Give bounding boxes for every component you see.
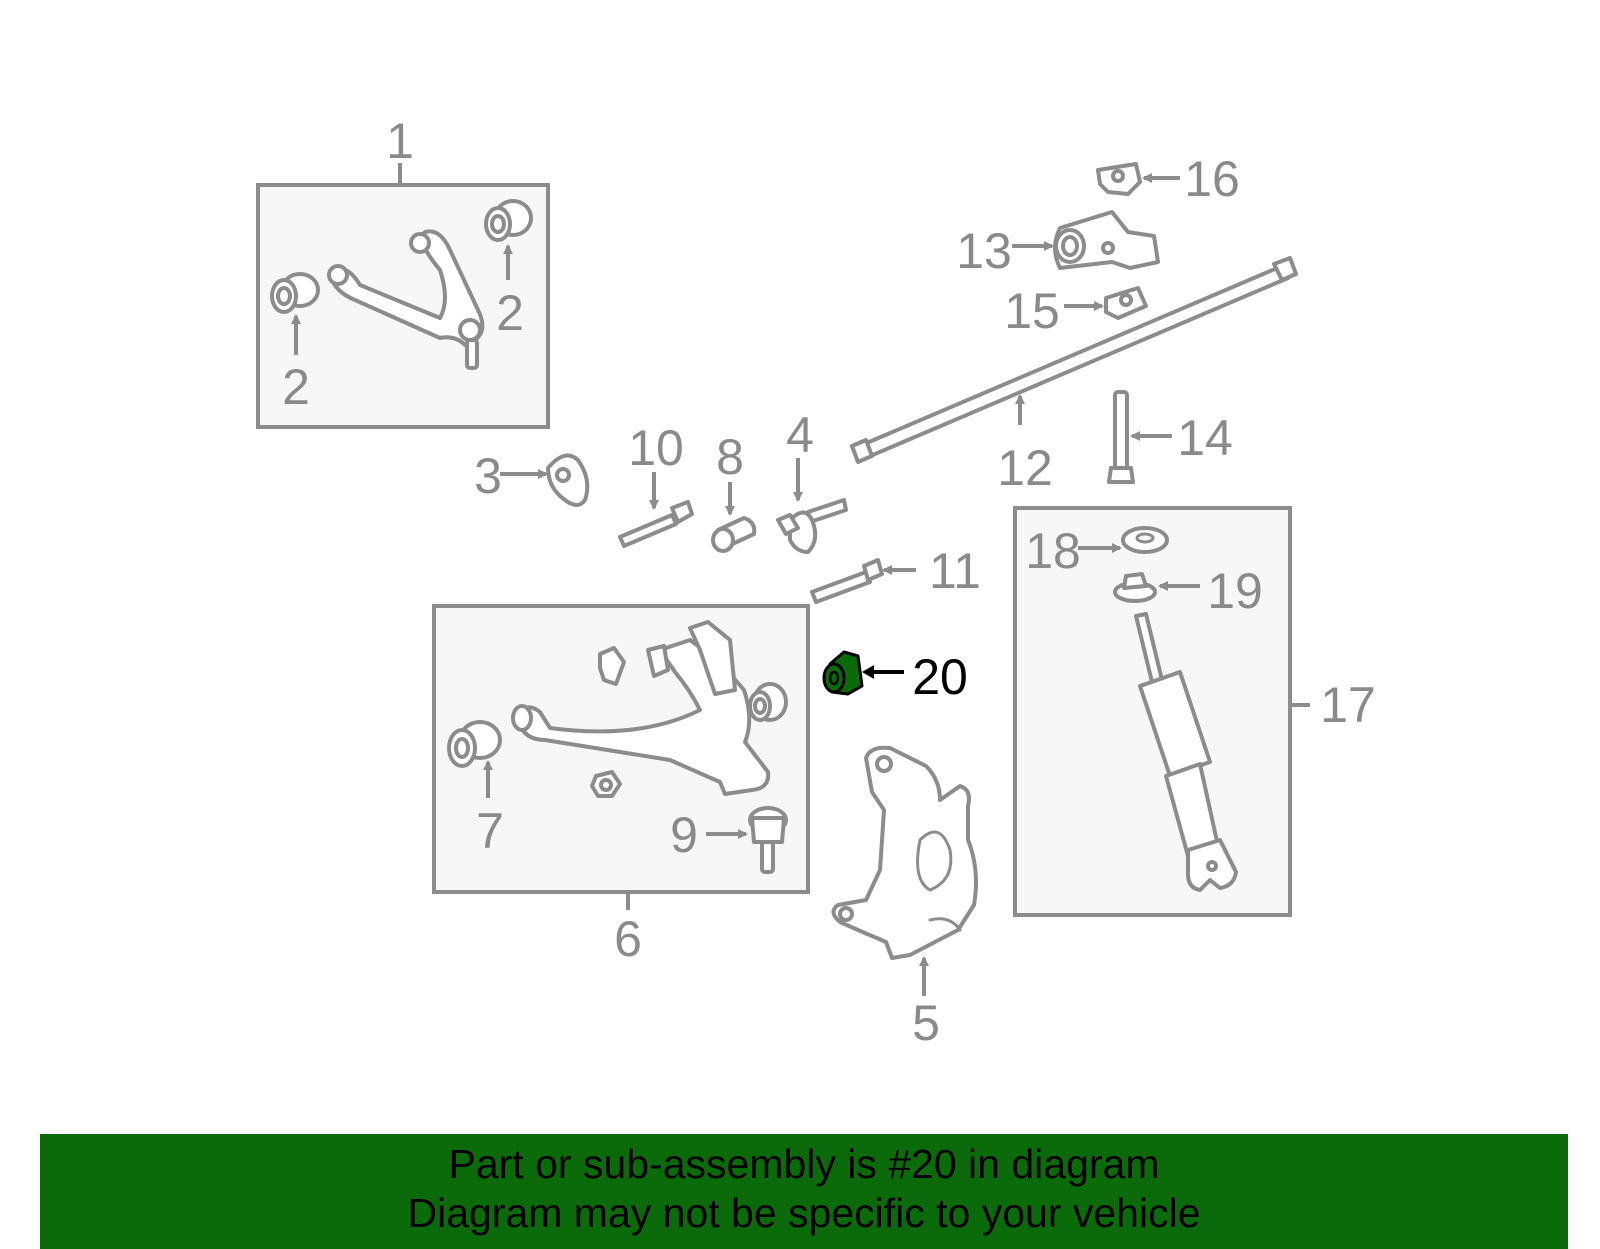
callout-2-left: 2 bbox=[282, 359, 310, 415]
upper-arm-stud bbox=[465, 338, 479, 370]
part-8-sleeve[interactable]: 8 bbox=[711, 429, 757, 553]
callout-14: 14 bbox=[1177, 410, 1233, 466]
callout-9: 9 bbox=[670, 807, 698, 863]
part-1-upper-control-arm-group[interactable]: 1 2 2 bbox=[256, 113, 550, 429]
banner-line-1: Part or sub-assembly is #20 in diagram bbox=[448, 1141, 1160, 1187]
upper-arm-balljoint bbox=[458, 318, 482, 342]
part-11-bolt[interactable]: 11 bbox=[810, 543, 981, 604]
callout-8: 8 bbox=[716, 429, 744, 485]
part-6-lower-control-arm-group[interactable]: 7 9 6 bbox=[432, 604, 810, 967]
callout-2-right: 2 bbox=[496, 285, 524, 341]
callout-6: 6 bbox=[614, 911, 642, 967]
callout-11: 11 bbox=[929, 543, 981, 599]
part-14-bolt[interactable]: 14 bbox=[1107, 390, 1233, 484]
callout-13: 13 bbox=[956, 223, 1012, 279]
callout-7: 7 bbox=[476, 803, 504, 859]
part-12-torsion-bar[interactable]: 12 bbox=[850, 256, 1298, 496]
callout-4: 4 bbox=[786, 407, 814, 463]
part-5-steering-knuckle[interactable]: 5 bbox=[831, 745, 978, 1051]
banner-line-2: Diagram may not be specific to your vehi… bbox=[407, 1190, 1201, 1236]
callout-15: 15 bbox=[1004, 283, 1060, 339]
part-17-shock-group[interactable]: 18 19 17 bbox=[1013, 506, 1376, 917]
callout-19: 19 bbox=[1207, 563, 1263, 619]
part-16-insulator[interactable]: 16 bbox=[1096, 151, 1240, 207]
callout-16: 16 bbox=[1184, 151, 1240, 207]
callout-5: 5 bbox=[912, 995, 940, 1051]
callout-10: 10 bbox=[628, 420, 684, 476]
part-3-cam-plate[interactable]: 3 bbox=[474, 448, 590, 507]
notice-banner: Part or sub-assembly is #20 in diagram D… bbox=[40, 1134, 1568, 1249]
callout-17: 17 bbox=[1320, 677, 1376, 733]
part-10-bolt[interactable]: 10 bbox=[618, 420, 694, 548]
upper-arm-shape bbox=[328, 229, 485, 347]
callout-1: 1 bbox=[386, 113, 414, 169]
callout-20: 20 bbox=[912, 649, 968, 705]
part-20-bushing-highlighted[interactable]: 20 bbox=[822, 649, 968, 705]
part-13-adjuster[interactable]: 13 bbox=[956, 210, 1160, 279]
callout-12: 12 bbox=[997, 440, 1053, 496]
part-4-cam-bolt[interactable]: 4 bbox=[776, 407, 848, 554]
callout-3: 3 bbox=[474, 448, 502, 504]
upper-arm-eye-right bbox=[409, 232, 431, 254]
part-15-nut-block[interactable]: 15 bbox=[1004, 283, 1148, 339]
upper-arm-eye-left bbox=[327, 264, 349, 286]
callout-18: 18 bbox=[1025, 523, 1081, 579]
